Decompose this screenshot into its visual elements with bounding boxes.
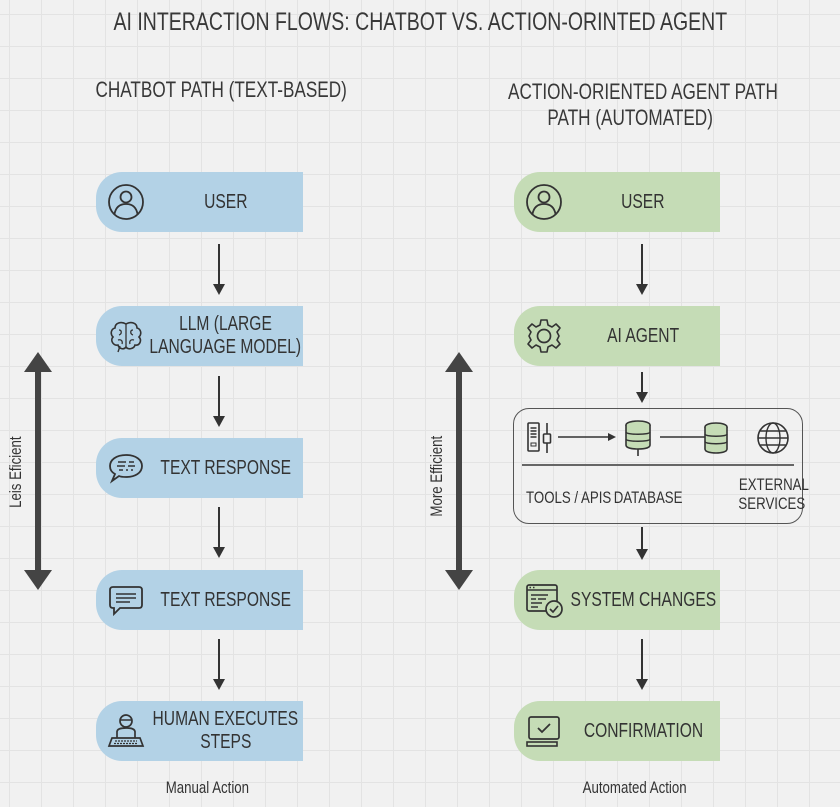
panel-divider	[522, 464, 794, 466]
step-label: SYSTEM CHANGES	[570, 588, 716, 611]
down-arrow-icon	[636, 372, 648, 403]
database-connected-icon	[625, 420, 651, 456]
chatbot-efficiency-label: Leis Eficient	[6, 436, 25, 508]
down-arrow-icon	[636, 639, 648, 690]
chatbot-step-text-response-2: TEXT RESPONSE	[96, 570, 303, 630]
step-label: TEXT RESPONSE	[160, 456, 291, 479]
chatbot-step-llm: LLM (LARGE LANGUAGE MODEL)	[96, 306, 303, 366]
agent-step-user: USER	[514, 172, 720, 232]
step-label: CONFIRMATION	[583, 719, 703, 742]
gear-icon	[527, 319, 561, 353]
chatbot-step-human-executes: HUMAN EXECUTES STEPS	[96, 701, 303, 761]
step-label: TEXT RESPONSE	[160, 588, 291, 611]
step-label: USER	[203, 190, 248, 213]
efficiency-double-arrow-icon	[24, 352, 52, 590]
human-at-keyboard-icon	[107, 714, 145, 747]
agent-footer: Automated Action	[583, 778, 687, 797]
agent-heading: ACTION-ORIENTED AGENT PATH PATH (AUTOMAT…	[508, 79, 778, 130]
external-services-label: EXTERNAL SERVICES	[738, 475, 809, 513]
step-label: LLM (LARGE LANGUAGE MODEL)	[149, 313, 302, 358]
step-label: AI AGENT	[607, 324, 679, 347]
chatbot-step-user: USER	[96, 172, 303, 232]
globe-icon	[757, 422, 789, 454]
diagram-title: AI INTERACTION FLOWS: CHATBOT VS. ACTION…	[113, 8, 727, 36]
agent-step-confirmation: CONFIRMATION	[514, 701, 720, 761]
database-icon	[704, 422, 728, 454]
down-arrow-icon	[636, 527, 648, 560]
monitor-check-icon	[526, 716, 560, 747]
step-label: USER	[621, 190, 665, 213]
efficiency-double-arrow-icon	[445, 352, 473, 590]
database-label: DATABASE	[613, 488, 683, 507]
chatbot-step-text-response-1: TEXT RESPONSE	[96, 438, 303, 498]
agent-step-ai-agent: AI AGENT	[514, 306, 720, 366]
down-arrow-icon	[213, 507, 225, 558]
flow-arrow-icon	[558, 433, 616, 441]
tools-apis-label: TOOLS / APIS	[526, 488, 612, 507]
agent-efficiency-label: More Efficient	[427, 435, 446, 517]
down-arrow-icon	[213, 376, 225, 427]
user-icon	[526, 184, 562, 220]
chat-bubble-dots-icon	[109, 454, 143, 484]
down-arrow-icon	[213, 639, 225, 690]
chatbot-footer: Manual Action	[165, 778, 249, 797]
user-icon	[108, 184, 144, 220]
chat-bubble-lines-icon	[109, 586, 143, 617]
agent-step-system-changes: SYSTEM CHANGES	[514, 570, 720, 630]
system-check-icon	[526, 584, 563, 618]
server-tools-icon	[527, 422, 552, 453]
integrations-panel: TOOLS / APIS DATABASE EXTERNAL SERVICES	[513, 408, 809, 524]
down-arrow-icon	[636, 244, 648, 295]
brain-icon	[110, 321, 142, 353]
down-arrow-icon	[213, 244, 225, 295]
step-label: HUMAN EXECUTES STEPS	[152, 708, 299, 753]
chatbot-heading: CHATBOT PATH (TEXT-BASED)	[95, 77, 347, 102]
